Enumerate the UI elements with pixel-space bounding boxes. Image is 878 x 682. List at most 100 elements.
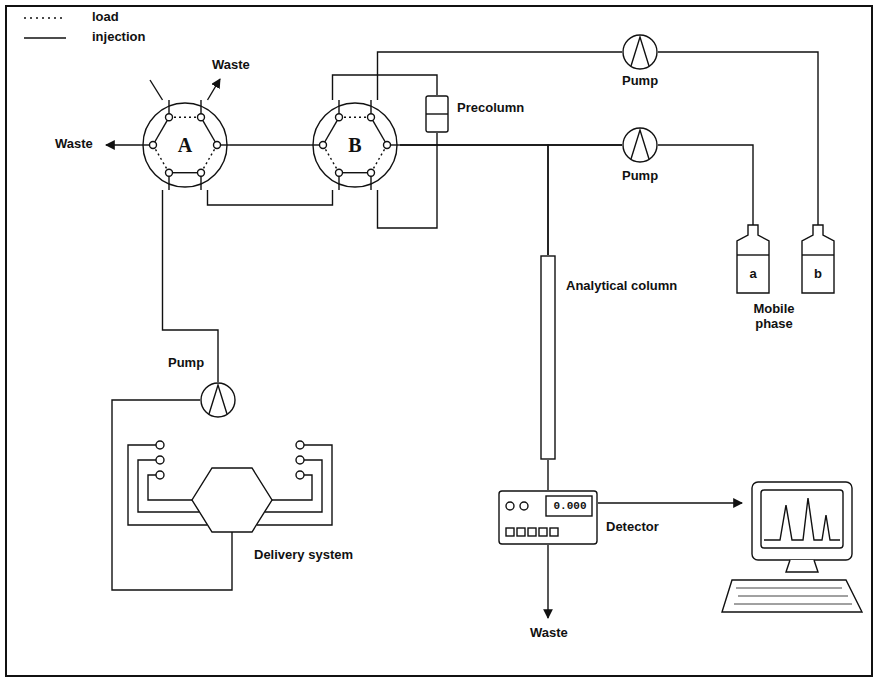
valve-channel [339, 117, 371, 118]
valve-body [143, 103, 227, 187]
column-outline [540, 255, 556, 460]
legend-text: injection [92, 30, 145, 45]
signal-arrow [598, 502, 742, 503]
pump-body [623, 35, 657, 69]
vial [296, 456, 304, 464]
key [539, 528, 547, 536]
bottle-body [737, 225, 769, 293]
tubing-connector [548, 145, 622, 255]
switching-valve: A [140, 100, 230, 190]
node-label: Pump [168, 356, 204, 371]
tubing-connector [658, 145, 753, 225]
valve-channel [323, 117, 339, 145]
precol-outline [425, 95, 449, 133]
waste-arrow [208, 79, 221, 100]
bottle-outline [735, 225, 771, 295]
waste-arrow [547, 545, 548, 618]
solvent-bottle: a [735, 225, 771, 295]
tubing [208, 190, 333, 205]
bottle-label-line [737, 254, 769, 255]
vial [156, 441, 164, 449]
delivery-system: Delivery system [192, 468, 272, 532]
legend-text: load [92, 10, 119, 25]
waste-label: Waste [530, 626, 568, 641]
tubing-connector [230, 144, 310, 145]
precolumn: Precolumn [425, 95, 449, 133]
bottle-outline [800, 225, 836, 295]
node-label: Pump [622, 169, 658, 184]
node-label: Precolumn [457, 101, 524, 116]
node-label: Analytical column [566, 279, 677, 294]
precolumn-divider [426, 113, 448, 114]
node-label: Pump [622, 74, 658, 89]
pump-outline [622, 34, 658, 70]
key [517, 528, 525, 536]
bottle-body [802, 225, 834, 293]
legend-sample [20, 30, 70, 46]
valve-port [368, 169, 375, 176]
tubing-connector [547, 460, 548, 490]
valve-channel [339, 172, 371, 173]
vial-line [257, 445, 332, 525]
column-body [541, 256, 555, 459]
pump-symbol [209, 385, 227, 414]
valve-channel [169, 172, 201, 173]
detector-outline [498, 490, 598, 545]
valve-port [198, 169, 205, 176]
valve-letter: B [348, 134, 361, 157]
hexagon [192, 468, 272, 532]
tubing-connector [378, 52, 623, 100]
pump: Pump [200, 382, 236, 418]
valve-channel [153, 145, 169, 173]
vial [296, 471, 304, 479]
vial [156, 456, 164, 464]
valve-body [313, 103, 397, 187]
tubing-connector [333, 75, 438, 100]
knob [506, 502, 514, 510]
pump-symbol [631, 130, 649, 159]
pump-body [201, 383, 235, 417]
hex-outline [192, 468, 272, 532]
node-label: Detector [606, 520, 659, 535]
valve-port [214, 142, 221, 149]
vial-line [128, 445, 207, 525]
legend-line [24, 37, 66, 39]
tubing-connector [400, 145, 548, 255]
pump-outline [200, 382, 236, 418]
bottle-label-line [802, 254, 834, 255]
valve-port [198, 114, 205, 121]
pump-body [623, 128, 657, 162]
waste-arrow [106, 144, 140, 145]
valve-channel [371, 117, 387, 145]
tubing-connector [658, 52, 818, 225]
valve-channel [371, 145, 387, 173]
valve-port [320, 142, 327, 149]
valve-port [336, 169, 343, 176]
valve-channel [169, 117, 201, 118]
mobile-phase-label: Mobile phase [735, 302, 813, 332]
key [528, 528, 536, 536]
bottle-letter: a [749, 267, 756, 282]
frame [6, 6, 872, 676]
legend-line [24, 17, 66, 19]
valve-channel [153, 117, 169, 145]
valve-port [166, 169, 173, 176]
pump: Pump [622, 127, 658, 163]
key [506, 528, 514, 536]
vial [296, 441, 304, 449]
valve-port [150, 142, 157, 149]
valve-channel [201, 145, 217, 173]
waste-label: Waste [55, 137, 93, 152]
vial-line [138, 460, 199, 512]
vial-line [148, 475, 192, 500]
tubing-connector [163, 190, 219, 382]
computer [722, 482, 862, 612]
bottle-letter: b [814, 267, 822, 282]
switching-valve: B [310, 100, 400, 190]
inlet-line [150, 80, 163, 100]
display [546, 496, 592, 516]
vial-line [272, 475, 312, 500]
valve-channel [201, 117, 217, 145]
detector-body [499, 491, 597, 544]
valve-letter: A [178, 134, 192, 157]
